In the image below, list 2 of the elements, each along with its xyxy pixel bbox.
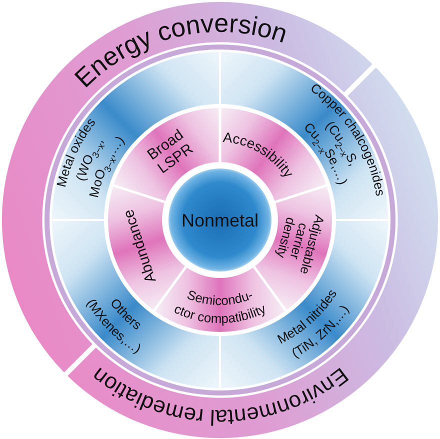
segment-label: Semicondu- ctor compatibility	[172, 286, 268, 326]
center-label: Nonmetal	[181, 210, 259, 230]
